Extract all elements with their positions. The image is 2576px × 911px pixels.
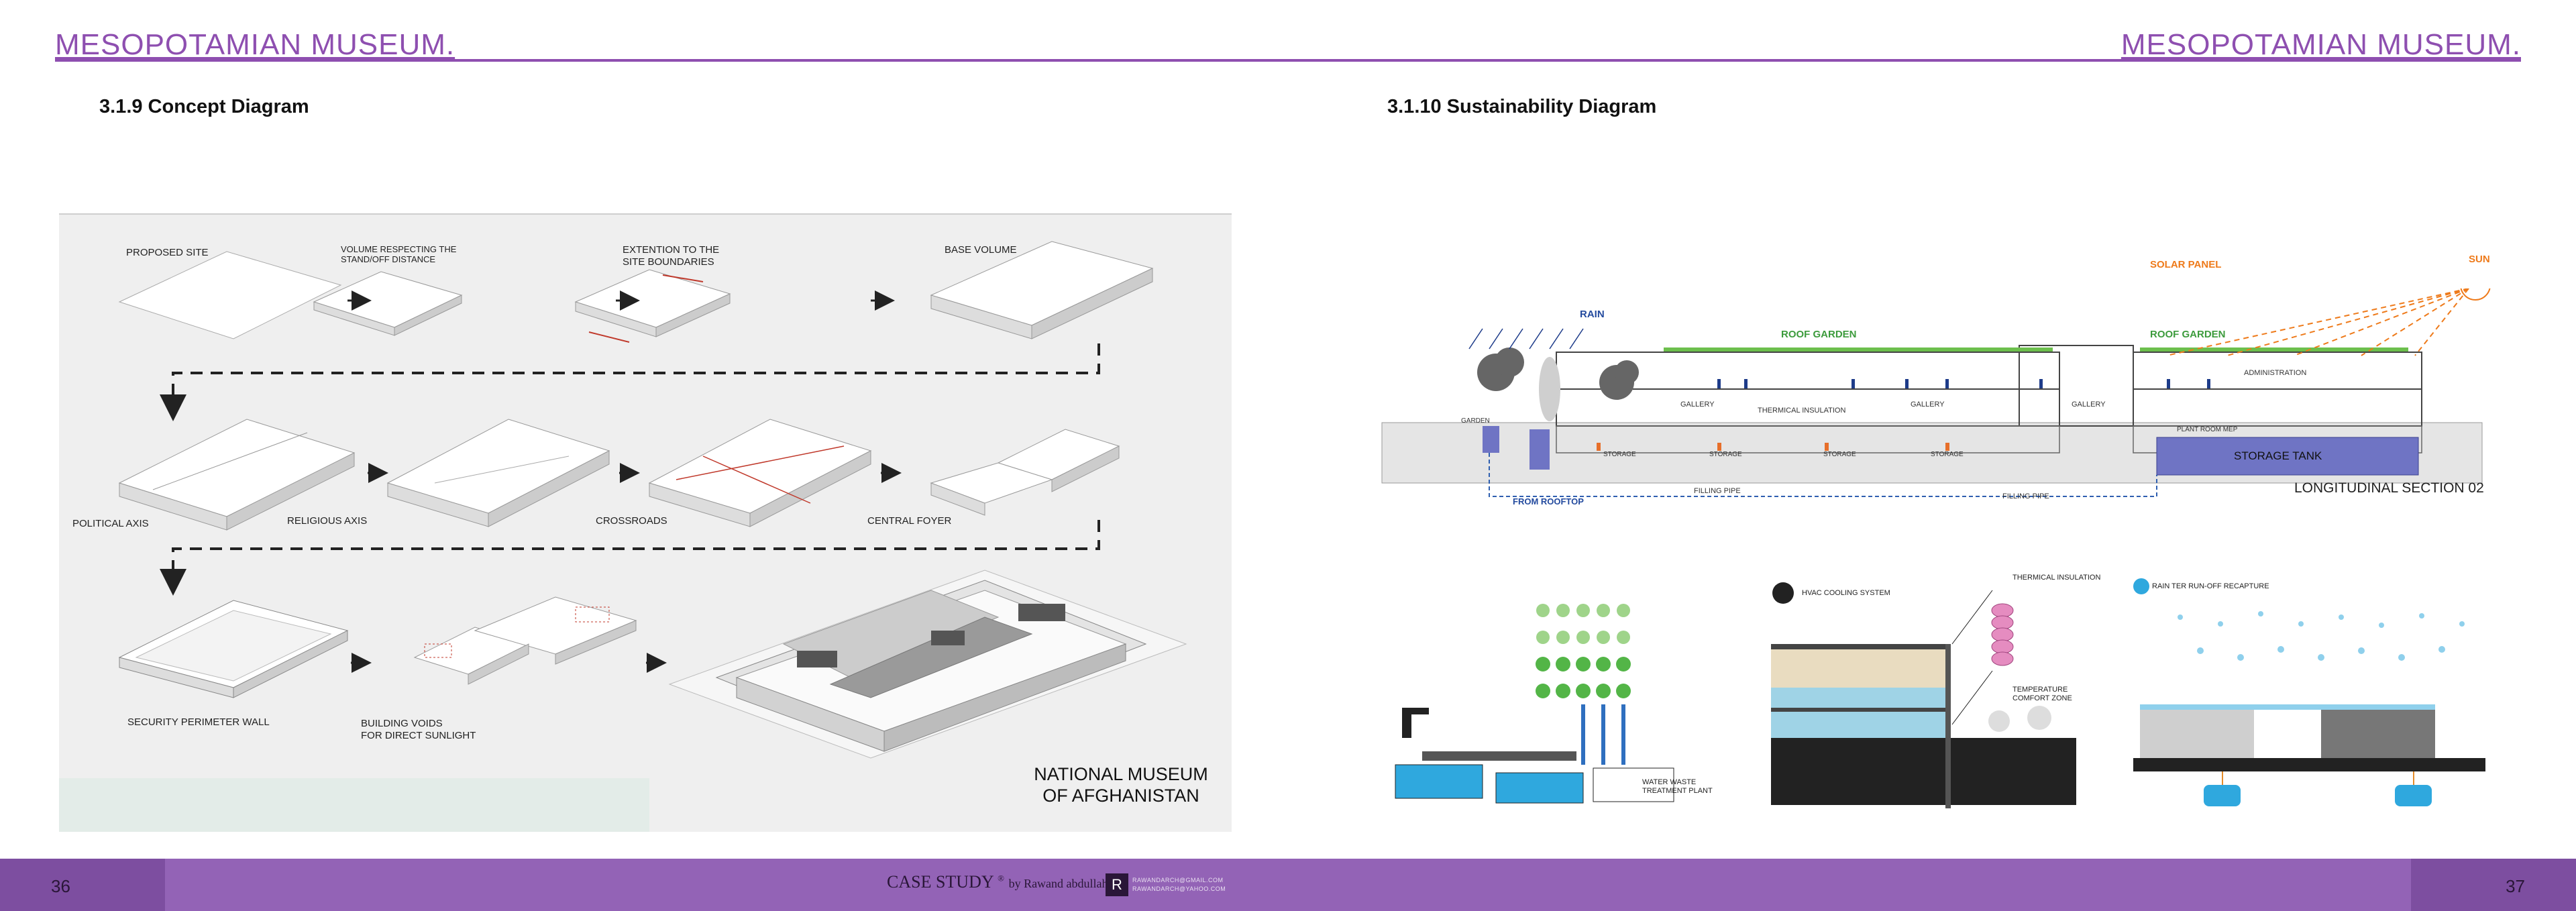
contact-line-2: RAWANDARCH@YAHOO.COM [1132, 886, 1226, 892]
footer-bar: 36 37 CASE STUDY ® by Rawand abdullah R … [0, 859, 2576, 911]
concept-diagram: PROPOSED SITE VOLUME RESPECTING THE STAN… [59, 213, 1232, 832]
water-treatment-drawing [1395, 604, 1674, 804]
label-roof-garden-1: ROOF GARDEN [1781, 329, 1857, 340]
label-roof-garden-2: ROOF GARDEN [2150, 329, 2226, 340]
label-storage-tank: STORAGE TANK [2234, 449, 2322, 462]
concept-drawing [59, 241, 1187, 832]
perimeter-wall [118, 600, 349, 698]
political-axis-slab [118, 419, 356, 531]
label-building-voids: BUILDING VOIDS FOR DIRECT SUNLIGHT [361, 718, 476, 741]
voids-slabs [413, 596, 637, 685]
label-thermal-insulation: THERMICAL INSULATION [1758, 407, 1846, 415]
author-logo-icon: R [1106, 873, 1128, 896]
author-credit: by Rawand abdullah [1008, 877, 1108, 890]
header-title-left: MESOPOTAMIAN MUSEUM. [55, 28, 455, 61]
central-foyer-slab [930, 429, 1120, 516]
label-political-axis: POLITICAL AXIS [72, 518, 149, 529]
registered-mark: ® [998, 873, 1005, 883]
label-water-treatment: WATER WASTE TREATMENT PLANT [1642, 778, 1713, 795]
label-plant-room: PLANT ROOM MEP [2177, 426, 2238, 433]
label-extention: EXTENTION TO THE SITE BOUNDARIES [623, 244, 720, 268]
label-thermical-insulation-sub: THERMICAL INSULATION [2012, 574, 2101, 582]
extention-slab [574, 269, 731, 343]
label-storage-4: STORAGE [1931, 451, 1964, 458]
longitudinal-section-drawing [1381, 288, 2491, 497]
label-security-wall: SECURITY PERIMETER WALL [127, 716, 270, 728]
site-slab [118, 251, 342, 339]
label-filling-pipe-1: FILLING PIPE [1694, 487, 1741, 495]
concept-section-title: 3.1.9 Concept Diagram [99, 96, 309, 117]
label-solar-panel: SOLAR PANEL [2150, 259, 2222, 270]
label-volume: VOLUME RESPECTING THE STAND/OFF DISTANCE [341, 244, 457, 264]
label-gallery-3: GALLERY [2072, 400, 2106, 409]
crossroads-slab [648, 419, 872, 527]
label-gallery-1: GALLERY [1680, 400, 1715, 409]
hvac-drawing [1771, 582, 2076, 808]
label-longitudinal-section: LONGITUDINAL SECTION 02 [2294, 480, 2484, 496]
volume-slab [313, 271, 463, 336]
page-number-right-box: 37 [2411, 859, 2576, 911]
label-rain-recapture: RAIN TER RUN-OFF RECAPTURE [2152, 582, 2269, 590]
label-temperature-comfort: TEMPERATURE COMFORT ZONE [2012, 686, 2072, 702]
page-number-right: 37 [2506, 876, 2525, 896]
header-rule [55, 59, 2521, 62]
label-gallery-2: GALLERY [1911, 400, 1945, 409]
label-from-rooftop: FROM ROOFTOP [1513, 496, 1584, 506]
page-number-left-box: 36 [0, 859, 165, 911]
rain-recapture-drawing [2133, 578, 2485, 806]
header-title-right: MESOPOTAMIAN MUSEUM. [2121, 28, 2521, 61]
label-storage-1: STORAGE [1603, 451, 1636, 458]
label-storage-3: STORAGE [1823, 451, 1856, 458]
sustainability-section-title: 3.1.10 Sustainability Diagram [1387, 96, 1657, 117]
label-proposed-site: PROPOSED SITE [126, 247, 209, 258]
label-central-foyer: CENTRAL FOYER [867, 515, 952, 527]
label-storage-2: STORAGE [1709, 451, 1742, 458]
base-volume-slab [930, 241, 1154, 339]
case-study-text: CASE STUDY [887, 872, 994, 892]
label-crossroads: CROSSROADS [596, 515, 667, 527]
label-filling-pipe-2: FILLING PIPE [2002, 492, 2049, 500]
page-number-left: 36 [51, 876, 70, 896]
case-study-credit: CASE STUDY ® by Rawand abdullah [887, 872, 1108, 892]
label-hvac: HVAC COOLING SYSTEM [1802, 589, 1890, 597]
label-religious-axis: RELIGIOUS AXIS [287, 515, 368, 527]
label-sun: SUN [2469, 254, 2490, 265]
label-national-museum: NATIONAL MUSEUM OF AFGHANISTAN [1034, 764, 1208, 806]
label-rain: RAIN [1580, 309, 1605, 320]
label-base-volume: BASE VOLUME [945, 244, 1017, 256]
label-garden: GARDEN [1461, 417, 1490, 425]
museum-rendering [668, 570, 1187, 759]
label-administration: ADMINISTRATION [2244, 369, 2307, 377]
contact-line-1: RAWANDARCH@GMAIL.COM [1132, 877, 1224, 883]
religious-axis-slab [386, 419, 610, 527]
